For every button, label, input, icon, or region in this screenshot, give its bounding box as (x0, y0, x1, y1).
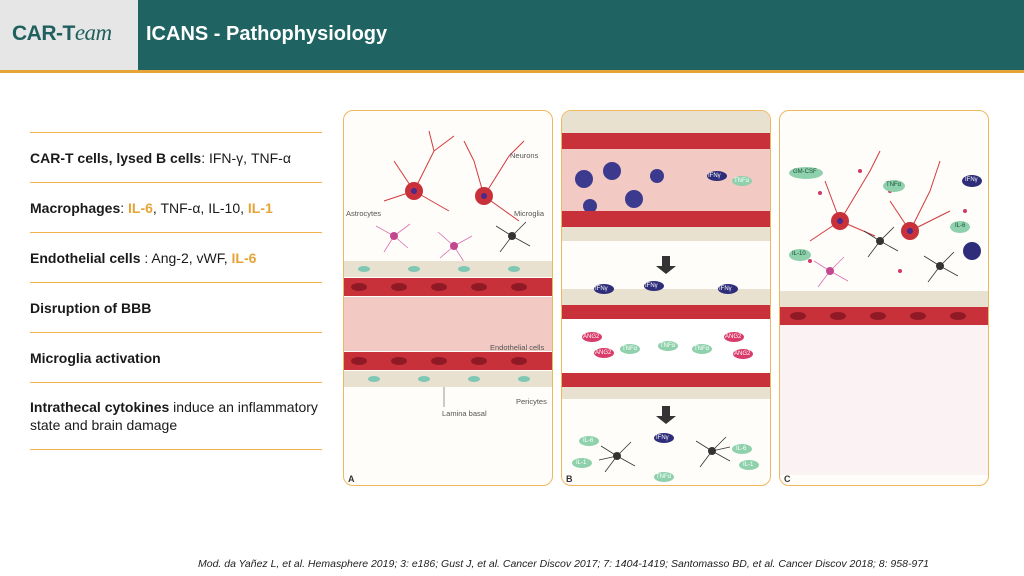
label-pericytes: Pericytes (516, 397, 547, 406)
label-il6: IL-6 (955, 223, 966, 229)
panel-letter-a: A (348, 474, 355, 484)
label-ifng: IFNγ (595, 286, 608, 292)
list-item-bbb: Disruption of BBB (30, 299, 152, 316)
label-astrocytes: Astrocytes (346, 209, 382, 218)
list-item-endothelial: Endothelial cells : Ang-2, vWF, IL-6 (30, 249, 257, 266)
label-tnfa: TNFα (660, 343, 676, 349)
label-tnfa: TNFα (886, 182, 902, 188)
figure-panel-a: Neurons Astrocytes Microglia Endothelial… (343, 110, 553, 486)
divider (30, 332, 322, 333)
list-item-microglia: Microglia activation (30, 349, 161, 366)
divider (30, 182, 322, 183)
label-gmcsf: GM-CSF (793, 169, 817, 175)
label-ifng: IFNγ (645, 283, 658, 289)
car-team-logo: CAR-Team (12, 20, 112, 45)
divider (30, 449, 322, 450)
label-ifng: IFNγ (965, 177, 978, 183)
references-footer: Mod. da Yañez L, et al. Hemasphere 2019;… (198, 558, 929, 570)
label-ang2: ANG2 (583, 334, 600, 340)
divider (30, 282, 322, 283)
label-ang2: ANG2 (725, 334, 742, 340)
label-ang2: ANG2 (734, 351, 751, 357)
list-item-macrophages: Macrophages: IL-6, TNF-α, IL-10, IL-1 (30, 199, 273, 216)
title-bar: ICANS - Pathophysiology (138, 0, 1024, 72)
label-tnfa: TNFα (734, 178, 750, 184)
label-microglia: Microglia (514, 209, 545, 218)
label-endothelial: Endothelial cells (490, 343, 545, 352)
label-ifng: IFNγ (708, 173, 721, 179)
label-tnfa: TNFα (622, 346, 638, 352)
label-ifng: IFNγ (719, 286, 732, 292)
list-item-cart-cells: CAR-T cells, lysed B cells: IFN-γ, TNF-α (30, 149, 291, 166)
page-title: ICANS - Pathophysiology (146, 23, 388, 45)
logo-box: CAR-Team (0, 0, 138, 72)
header: CAR-Team ICANS - Pathophysiology (0, 0, 1024, 73)
figure-panel-b: IFNγ TNFα IFNγ IFNγ IFNγ ANG2 ANG2 ANG2 … (561, 110, 771, 486)
label-il6: IL-6 (583, 438, 594, 444)
panel-letter-b: B (566, 474, 573, 484)
label-ifng: IFNγ (656, 435, 669, 441)
label-il1: IL-1 (576, 460, 587, 466)
divider (30, 232, 322, 233)
panel-a-illustration (344, 130, 552, 407)
panel-letter-c: C (784, 474, 791, 484)
panel-b-illustration (562, 111, 770, 482)
divider (30, 382, 322, 383)
accent-divider (0, 70, 1024, 73)
mechanisms-list: CAR-T cells, lysed B cells: IFN-γ, TNF-α… (30, 132, 322, 450)
figure-panel-c: GM-CSF TNFα IFNγ IL-6 IL-10 C (779, 110, 989, 486)
label-il10: IL-10 (792, 251, 806, 257)
label-il6: IL-6 (736, 446, 747, 452)
divider (30, 132, 322, 133)
label-tnfa: TNFα (656, 474, 672, 480)
list-item-cytokines: Intrathecal cytokines induce an inflamma… (30, 399, 318, 433)
label-tnfa: TNFα (694, 346, 710, 352)
label-lamina: Lamina basal (442, 409, 487, 418)
label-neurons: Neurons (510, 151, 539, 160)
label-ang2: ANG2 (595, 350, 612, 356)
panel-c-illustration (780, 150, 988, 475)
label-il1: IL-1 (743, 462, 754, 468)
